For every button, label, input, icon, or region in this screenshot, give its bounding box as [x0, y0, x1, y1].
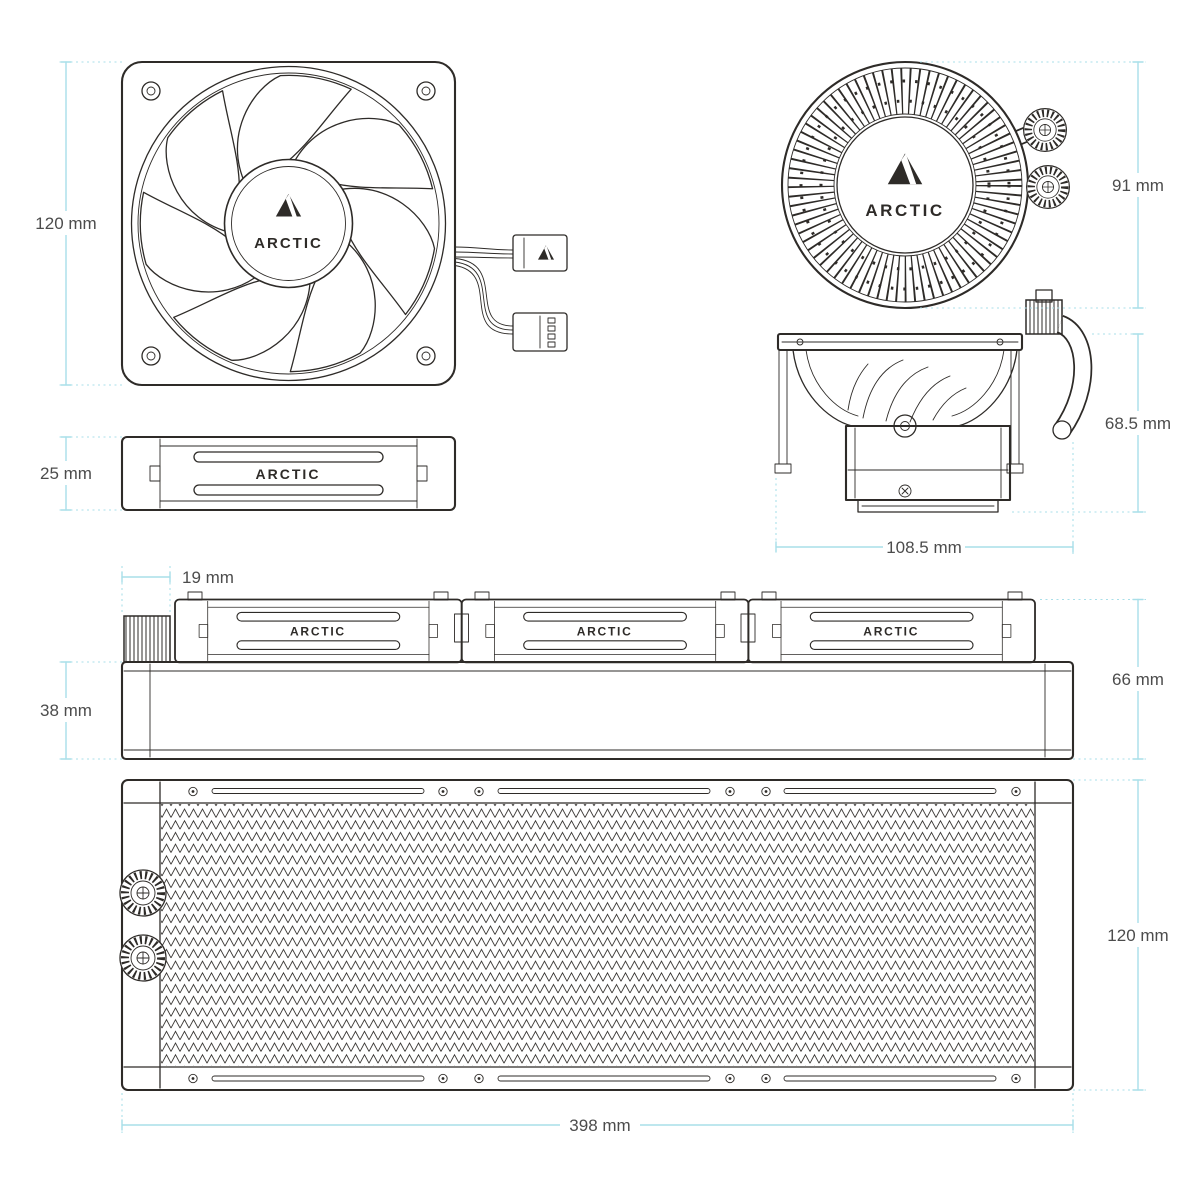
dimension-fan-thickness: 25 mm: [36, 436, 122, 511]
pump-fitting-1: [1023, 108, 1067, 152]
dimension-pump-height: 68.5 mm: [1012, 333, 1175, 513]
dimension-fan-thickness-label: 25 mm: [40, 464, 92, 483]
dimension-radiator-thickness-label: 38 mm: [40, 701, 92, 720]
radiator-fan-3: [747, 598, 1036, 664]
dimension-radiator-length-label: 398 mm: [569, 1116, 630, 1135]
dimension-radiator-height-label: 120 mm: [1107, 926, 1168, 945]
radiator-top-screws: [188, 786, 1021, 797]
dimension-total-side-height-label: 66 mm: [1112, 670, 1164, 689]
connector-logo-icon: [537, 245, 555, 260]
dimension-pump-length: 108.5 mm: [775, 442, 1074, 559]
fan-side-view: [120, 435, 457, 512]
radiator-fitting-2: [120, 935, 167, 982]
fan-cables: [454, 234, 568, 352]
dimension-pump-width: 91 mm: [920, 61, 1169, 309]
dimension-radiator-height: 120 mm: [1073, 779, 1173, 1091]
dimension-fan-size: 120 mm: [32, 61, 122, 386]
radiator-side-view: [120, 591, 1075, 761]
pump-fitting-2: [1026, 165, 1070, 209]
dimension-radiator-length: 398 mm: [121, 1093, 1074, 1137]
dimension-pump-width-label: 91 mm: [1112, 176, 1164, 195]
radiator-fan-2: [460, 598, 750, 664]
dimension-radiator-thickness: 38 mm: [34, 661, 122, 760]
radiator-fan-1: [174, 598, 463, 664]
pump-side-view: [774, 289, 1093, 513]
dimension-fan-size-label: 120 mm: [35, 214, 96, 233]
fan-front-view: ARCTIC: [116, 60, 457, 396]
pump-top-view: ARCTIC: [780, 60, 1070, 310]
dimension-pump-length-label: 108.5 mm: [886, 538, 962, 557]
fan-hub-brand-label: ARCTIC: [254, 235, 323, 252]
dimension-fitting-offset: 19 mm: [121, 566, 234, 614]
dimension-fitting-offset-label: 19 mm: [182, 568, 234, 587]
dimension-total-side-height: 66 mm: [1040, 598, 1170, 760]
fan-connector-lower: [512, 312, 568, 352]
radiator-front-view: [120, 778, 1075, 1092]
pump-brand-label: ARCTIC: [865, 201, 944, 220]
fan-connector-upper: [512, 234, 568, 272]
radiator-fitting-1: [120, 870, 167, 917]
radiator-bottom-screws: [188, 1073, 1021, 1084]
dimension-pump-height-label: 68.5 mm: [1105, 414, 1171, 433]
